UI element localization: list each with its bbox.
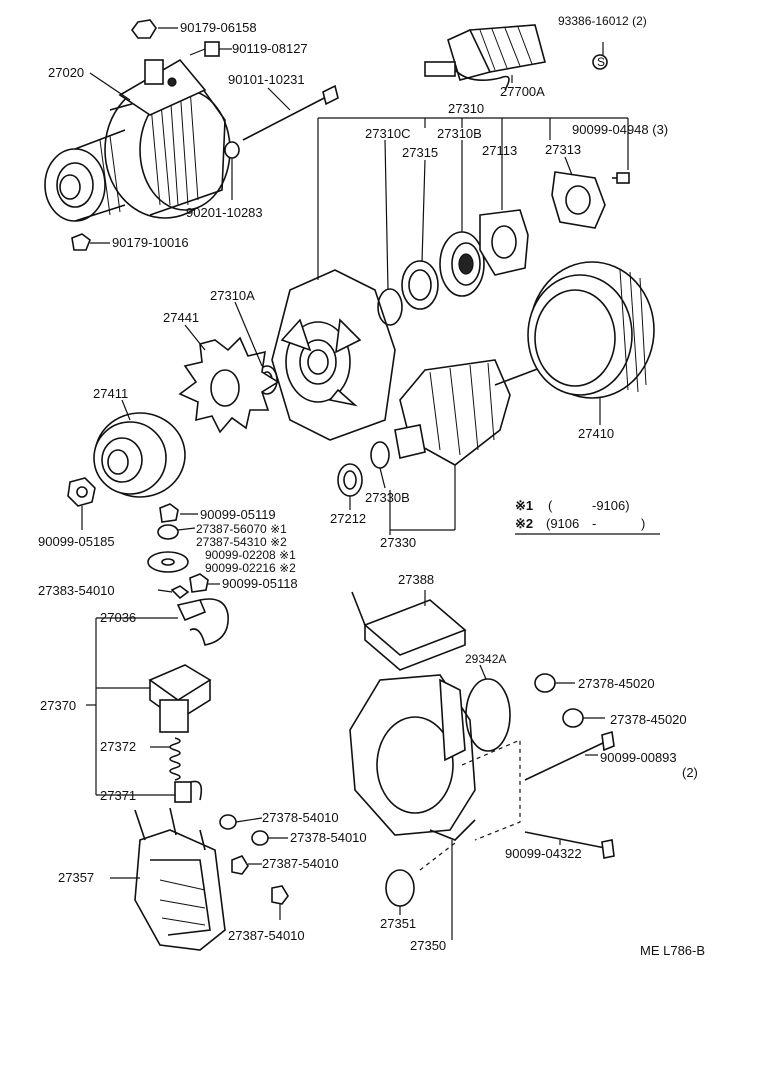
label-s-mark: S [597, 55, 605, 69]
label-27410: 27410 [578, 426, 614, 441]
label-27113: 27113 [482, 143, 517, 158]
label-90201-10283: 90201-10283 [186, 205, 263, 220]
label-27411: 27411 [93, 386, 128, 401]
label-93386-16012: 93386-16012 (2) [558, 14, 647, 28]
label-90099-05185: 90099-05185 [38, 534, 115, 549]
label-27212: 27212 [330, 511, 366, 526]
washer-stack-drawing [147, 503, 209, 600]
fan-and-pulley-drawing [67, 336, 280, 507]
rotor-and-stator-drawing [337, 261, 655, 497]
alternator-assembly-drawing [44, 58, 231, 222]
label-27357: 27357 [58, 870, 94, 885]
label-27036: 27036 [100, 610, 136, 625]
label-90099-00893: 90099-00893 [600, 750, 677, 765]
label-27313: 27313 [545, 142, 581, 157]
legend-range-1-open: ( [548, 498, 553, 513]
label-90099-04322: 90099-04322 [505, 846, 582, 861]
label-27310B: 27310B [437, 126, 482, 141]
label-27378-45020-a: 27378-45020 [578, 676, 655, 691]
label-27387-54010-b: 27387-54010 [228, 928, 305, 943]
label-27383-54010: 27383-54010 [38, 583, 115, 598]
label-27310: 27310 [448, 101, 484, 116]
label-90119-08127: 90119-08127 [232, 41, 308, 56]
label-90099-04948: 90099-04948 (3) [572, 122, 668, 137]
label-27387-56070: 27387-56070 ※1 [196, 522, 287, 536]
label-27330: 27330 [380, 535, 416, 550]
label-27387-54310: 27387-54310 ※2 [196, 535, 287, 549]
label-90179-06158: 90179-06158 [180, 20, 257, 35]
legend-range-2-dash: - [592, 516, 596, 531]
legend-range-1-end: -9106) [592, 498, 630, 513]
rear-frame-parts [256, 171, 630, 441]
legend-range-2-close: ) [641, 516, 645, 531]
label-27310A: 27310A [210, 288, 255, 303]
label-27441: 27441 [163, 310, 199, 325]
leader-lines [81, 27, 629, 940]
legend-mark-2: ※2 [515, 516, 533, 531]
label-27350: 27350 [410, 938, 446, 953]
rear-housing-drawing [349, 591, 615, 907]
label-27378-54010-a: 27378-54010 [262, 810, 339, 825]
label-90101-10231: 90101-10231 [228, 72, 305, 87]
label-27351: 27351 [380, 916, 416, 931]
label-90099-00893-qty: (2) [682, 765, 698, 780]
label-27020: 27020 [48, 65, 84, 80]
diagram-reference-code: ME L786-B [640, 943, 705, 958]
part-number-labels: 90179-06158 90119-08127 27020 90101-1023… [38, 14, 698, 953]
model-range-legend: ※1 ( -9106) ※2 (9106 - ) [515, 498, 645, 531]
label-29342A: 29342A [465, 652, 506, 666]
dashed-assembly-lines [419, 739, 521, 871]
label-27388: 27388 [398, 572, 434, 587]
label-27370: 27370 [40, 698, 76, 713]
label-27378-54010-b: 27378-54010 [290, 830, 367, 845]
label-90179-10016: 90179-10016 [112, 235, 189, 250]
legend-range-2-start: (9106 [546, 516, 579, 531]
label-90099-02216: 90099-02216 ※2 [205, 561, 296, 575]
hardware-top-left [71, 19, 339, 251]
ic-regulator-drawing [424, 24, 608, 91]
label-27700A: 27700A [500, 84, 545, 99]
rectifier-holder-drawing [134, 807, 289, 951]
label-27378-45020-b: 27378-45020 [610, 712, 687, 727]
label-27330B: 27330B [365, 490, 410, 505]
legend-mark-1: ※1 [515, 498, 533, 513]
label-27372: 27372 [100, 739, 136, 754]
label-90099-05118: 90099-05118 [222, 576, 298, 591]
brush-holder-parts-drawing [148, 598, 229, 803]
label-90099-02208: 90099-02208 ※1 [205, 548, 296, 562]
label-27371: 27371 [100, 788, 136, 803]
label-27310C: 27310C [365, 126, 411, 141]
label-27315: 27315 [402, 145, 438, 160]
label-90099-05119: 90099-05119 [200, 507, 276, 522]
label-27387-54010-a: 27387-54010 [262, 856, 339, 871]
